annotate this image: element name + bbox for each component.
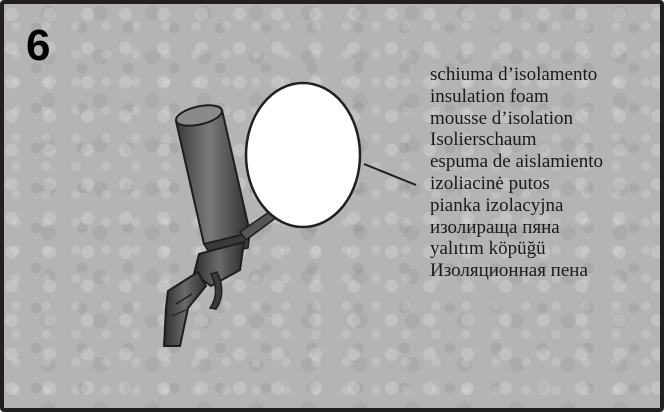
label-lithuanian: izoliacinė putos (430, 173, 603, 195)
foam-can-icon (174, 102, 250, 256)
material-label-list: schiuma d’isolamento insulation foam mou… (430, 64, 603, 282)
label-russian: Изоляционная пена (430, 260, 603, 282)
blank-callout-icon (246, 83, 416, 227)
label-polish: pianka izolacyjna (430, 195, 603, 217)
label-english: insulation foam (430, 86, 603, 108)
label-spanish: espuma de aislamiento (430, 151, 603, 173)
label-french: mousse d’isolation (430, 108, 603, 130)
label-italian: schiuma d’isolamento (430, 64, 603, 86)
label-german: Isolierschaum (430, 129, 603, 151)
label-bulgarian: изолираща пяна (430, 217, 603, 239)
callout-leader-line (364, 164, 416, 185)
label-turkish: yalıtım köpüğü (430, 238, 603, 260)
